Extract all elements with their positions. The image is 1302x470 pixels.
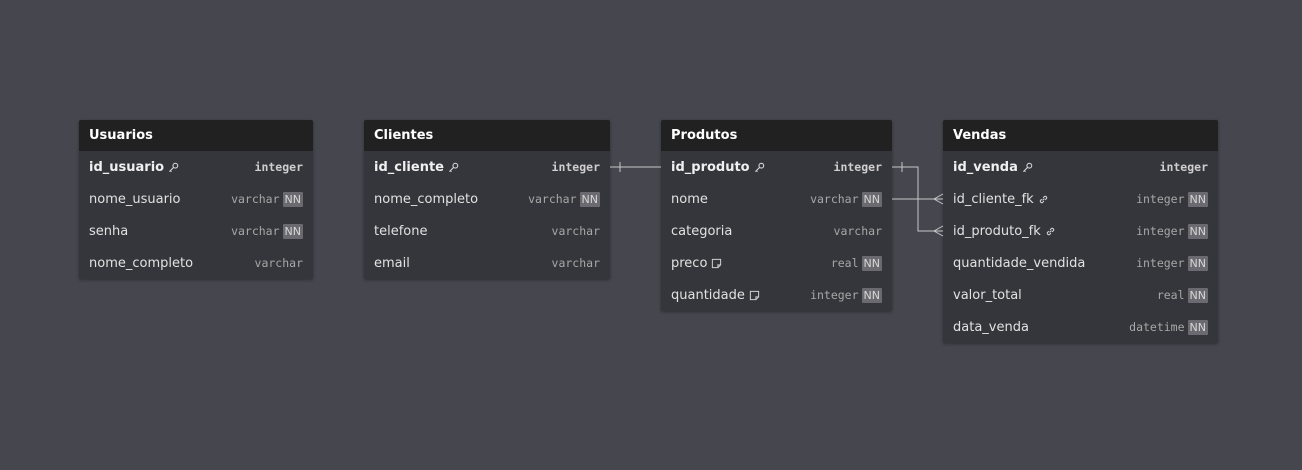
field-type: integer bbox=[1159, 160, 1208, 174]
note-icon[interactable] bbox=[749, 290, 760, 301]
table-title: Clientes bbox=[364, 120, 610, 151]
field-name: id_cliente_fk bbox=[953, 192, 1049, 207]
not-null-badge: NN bbox=[282, 223, 303, 239]
field-name: id_cliente bbox=[374, 160, 459, 175]
field-name: id_venda bbox=[953, 160, 1033, 175]
field-name: nome_completo bbox=[374, 191, 479, 207]
not-null-badge: NN bbox=[1187, 319, 1208, 335]
field-name: senha bbox=[89, 223, 129, 239]
field-type: integer bbox=[254, 160, 303, 174]
field-row[interactable]: id_produto integer bbox=[661, 151, 892, 183]
not-null-badge: NN bbox=[861, 287, 882, 303]
field-name: email bbox=[374, 255, 410, 271]
field-name: id_produto_fk bbox=[953, 224, 1056, 239]
table-vendas[interactable]: Vendas id_venda integer id_cliente_fk in… bbox=[943, 120, 1218, 343]
field-row[interactable]: id_cliente integer bbox=[364, 151, 610, 183]
key-icon bbox=[754, 162, 765, 173]
not-null-badge: NN bbox=[282, 191, 303, 207]
field-name: nome bbox=[671, 191, 708, 207]
key-icon bbox=[448, 162, 459, 173]
not-null-badge: NN bbox=[1187, 191, 1208, 207]
not-null-badge: NN bbox=[1187, 287, 1208, 303]
not-null-badge: NN bbox=[861, 255, 882, 271]
table-title: Usuarios bbox=[79, 120, 313, 151]
field-name: quantidade_vendida bbox=[953, 255, 1086, 271]
field-name: quantidade bbox=[671, 288, 760, 303]
relation-produto-vendas[interactable] bbox=[892, 162, 944, 237]
field-row[interactable]: categoria varchar bbox=[661, 215, 892, 247]
relation-clientes-produtos[interactable] bbox=[610, 162, 661, 172]
link-icon bbox=[1045, 226, 1056, 237]
relation-cliente-vendas[interactable] bbox=[892, 193, 944, 205]
key-icon bbox=[168, 162, 179, 173]
note-icon[interactable] bbox=[711, 258, 722, 269]
field-name: categoria bbox=[671, 223, 733, 239]
table-produtos[interactable]: Produtos id_produto integer nome varchar… bbox=[661, 120, 892, 311]
table-clientes[interactable]: Clientes id_cliente integer nome_complet… bbox=[364, 120, 610, 279]
field-row[interactable]: id_venda integer bbox=[943, 151, 1218, 183]
not-null-badge: NN bbox=[579, 191, 600, 207]
not-null-badge: NN bbox=[1187, 255, 1208, 271]
field-name: nome_completo bbox=[89, 255, 194, 271]
field-type: integer bbox=[551, 160, 600, 174]
field-name: telefone bbox=[374, 223, 428, 239]
field-name: id_usuario bbox=[89, 160, 179, 175]
table-title: Vendas bbox=[943, 120, 1218, 151]
not-null-badge: NN bbox=[1187, 223, 1208, 239]
field-row[interactable]: id_usuario integer bbox=[79, 151, 313, 183]
field-row[interactable]: telefone varchar bbox=[364, 215, 610, 247]
field-type: varchar bbox=[551, 224, 600, 238]
table-title: Produtos bbox=[661, 120, 892, 151]
field-type: varchar bbox=[254, 256, 303, 270]
field-name: preco bbox=[671, 256, 722, 271]
not-null-badge: NN bbox=[861, 191, 882, 207]
key-icon bbox=[1022, 162, 1033, 173]
field-name: valor_total bbox=[953, 287, 1022, 303]
table-usuarios[interactable]: Usuarios id_usuario integer nome_usuario… bbox=[79, 120, 313, 279]
link-icon bbox=[1038, 194, 1049, 205]
field-name: id_produto bbox=[671, 160, 765, 175]
field-row[interactable]: nome_completo varchar bbox=[79, 247, 313, 279]
field-name: data_venda bbox=[953, 319, 1029, 335]
field-type: varchar bbox=[833, 224, 882, 238]
field-name: nome_usuario bbox=[89, 191, 181, 207]
field-type: integer bbox=[833, 160, 882, 174]
field-row[interactable]: email varchar bbox=[364, 247, 610, 279]
field-type: varchar bbox=[551, 256, 600, 270]
